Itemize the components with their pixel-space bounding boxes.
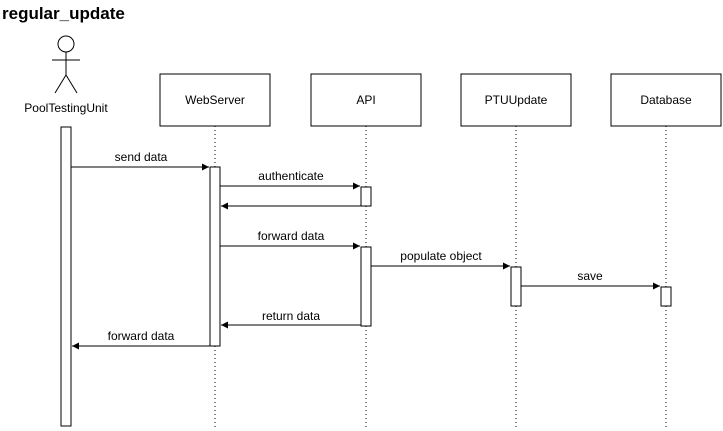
participant-webserver: WebServer <box>159 73 271 127</box>
participant-box <box>610 73 722 127</box>
activation-ptuupdate <box>510 266 522 307</box>
participant-label: API <box>356 93 375 107</box>
participant-api: API <box>310 73 422 127</box>
message-label: save <box>577 269 603 283</box>
message-authenticate: authenticate <box>220 169 360 190</box>
activation-webserver <box>209 166 221 347</box>
participant-label: WebServer <box>185 93 245 107</box>
message-forward-data-actor: forward data <box>72 329 210 350</box>
activation-api-forward <box>360 246 372 327</box>
participant-ptuupdate: PTUUpdate <box>460 73 572 127</box>
participant-box <box>310 73 422 127</box>
actor-right-leg <box>65 74 78 94</box>
actor-label: PoolTestingUnit <box>24 101 108 115</box>
message-label: forward data <box>108 329 175 343</box>
participant-label: PTUUpdate <box>485 93 548 107</box>
message-save: save <box>521 269 660 290</box>
activation-api-authenticate <box>360 186 372 207</box>
message-populate-object: populate object <box>371 249 510 270</box>
message-label: populate object <box>400 249 482 263</box>
participant-box <box>460 73 572 127</box>
activation-database <box>660 286 672 307</box>
actor-head <box>57 35 75 53</box>
message-return-data: return data <box>221 309 361 329</box>
actor-left-leg <box>54 74 67 94</box>
diagram-title: regular_update <box>2 4 125 23</box>
actor-figure <box>52 35 80 94</box>
activation-actor <box>60 126 72 427</box>
message-forward-data-api: forward data <box>220 229 360 250</box>
message-label: authenticate <box>258 169 324 183</box>
message-send-data: send data <box>71 150 209 171</box>
participant-label: Database <box>640 93 692 107</box>
participant-box <box>159 73 271 127</box>
participant-database: Database <box>610 73 722 127</box>
message-label: send data <box>115 150 168 164</box>
message-label: forward data <box>258 229 325 243</box>
message-label: return data <box>262 309 320 323</box>
